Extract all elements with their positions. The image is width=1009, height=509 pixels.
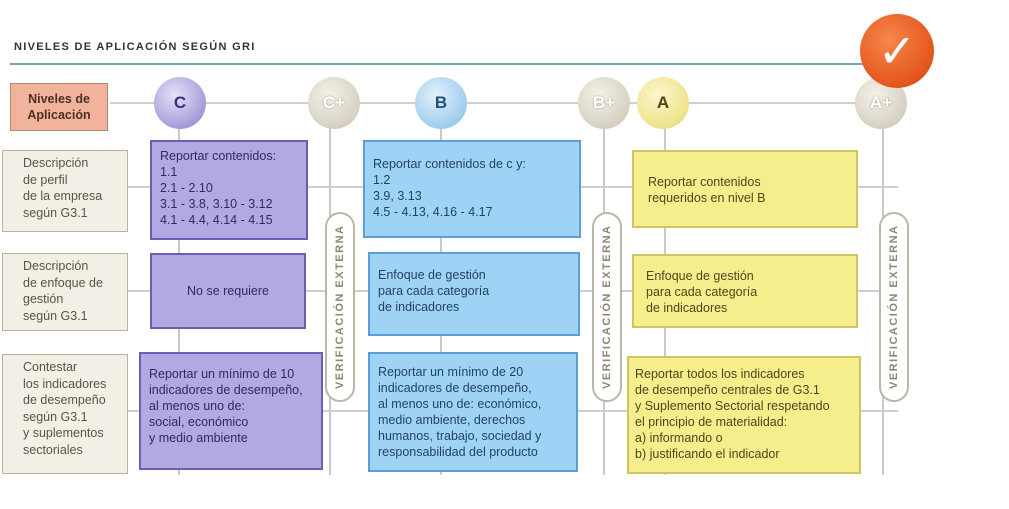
external-verification-label: VERIFICACIÓN EXTERNA — [334, 224, 346, 390]
level-b-profile-box: Reportar contenidos de c y: 1.2 3.9, 3.1… — [363, 140, 581, 238]
external-verification-b-plus: VERIFICACIÓN EXTERNA — [592, 212, 622, 402]
row-label-indicators: Contestar los indicadores de desempeño s… — [2, 354, 128, 474]
level-b-management-box: Enfoque de gestión para cada categoría d… — [368, 252, 580, 336]
level-c-indicators-box: Reportar un mínimo de 10 indicadores de … — [139, 352, 323, 470]
levels-header-label: Niveles de Aplicación — [10, 83, 108, 131]
level-a-badge: A — [637, 77, 689, 129]
title-divider — [10, 63, 890, 65]
level-c-plus-badge: C+ — [308, 77, 360, 129]
level-a-profile-box: Reportar contenidos requeridos en nivel … — [632, 150, 858, 228]
level-b-badge: B — [415, 77, 467, 129]
level-b-plus-badge: B+ — [578, 77, 630, 129]
level-c-management-box: No se requiere — [150, 253, 306, 329]
level-a-indicators-box: Reportar todos los indicadores de desemp… — [627, 356, 861, 474]
level-c-profile-box: Reportar contenidos: 1.1 2.1 - 2.10 3.1 … — [150, 140, 308, 240]
external-verification-c-plus: VERIFICACIÓN EXTERNA — [325, 212, 355, 402]
external-verification-label: VERIFICACIÓN EXTERNA — [888, 224, 900, 390]
level-a-management-box: Enfoque de gestión para cada categoría d… — [632, 254, 858, 328]
row-label-profile: Descripción de perfil de la empresa segú… — [2, 150, 128, 232]
level-c-badge: C — [154, 77, 206, 129]
grid-line-header — [110, 102, 900, 104]
checkmark-icon: ✓ — [860, 14, 934, 88]
diagram-title: NIVELES DE APLICACIÓN SEGÚN GRI — [14, 41, 256, 53]
external-verification-a-plus: VERIFICACIÓN EXTERNA — [879, 212, 909, 402]
row-label-management: Descripción de enfoque de gestión según … — [2, 253, 128, 331]
level-b-indicators-box: Reportar un mínimo de 20 indicadores de … — [368, 352, 578, 472]
external-verification-label: VERIFICACIÓN EXTERNA — [601, 224, 613, 390]
